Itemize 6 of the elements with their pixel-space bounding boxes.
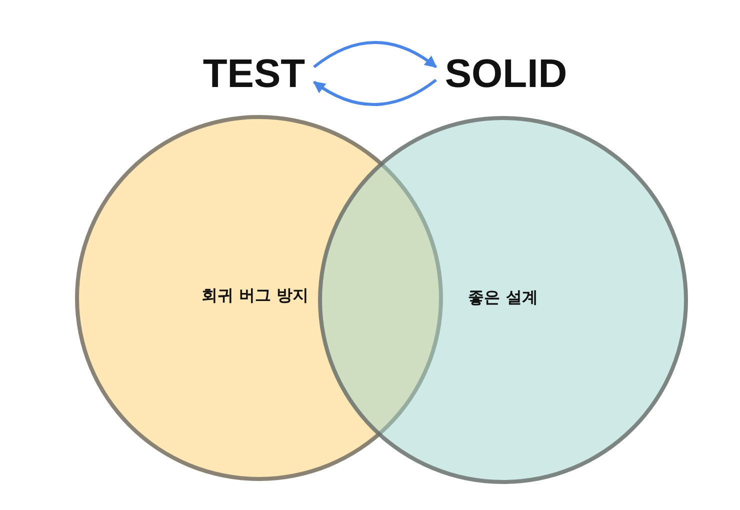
concept-label: TEST: [196, 50, 312, 98]
curved-arrow: [313, 41, 437, 68]
circle-label: 좋은 설계: [468, 287, 538, 308]
concept-label: SOLID: [438, 50, 574, 98]
circle-label: 회귀 버그 방지: [201, 285, 309, 306]
curved-arrow: [313, 78, 437, 106]
